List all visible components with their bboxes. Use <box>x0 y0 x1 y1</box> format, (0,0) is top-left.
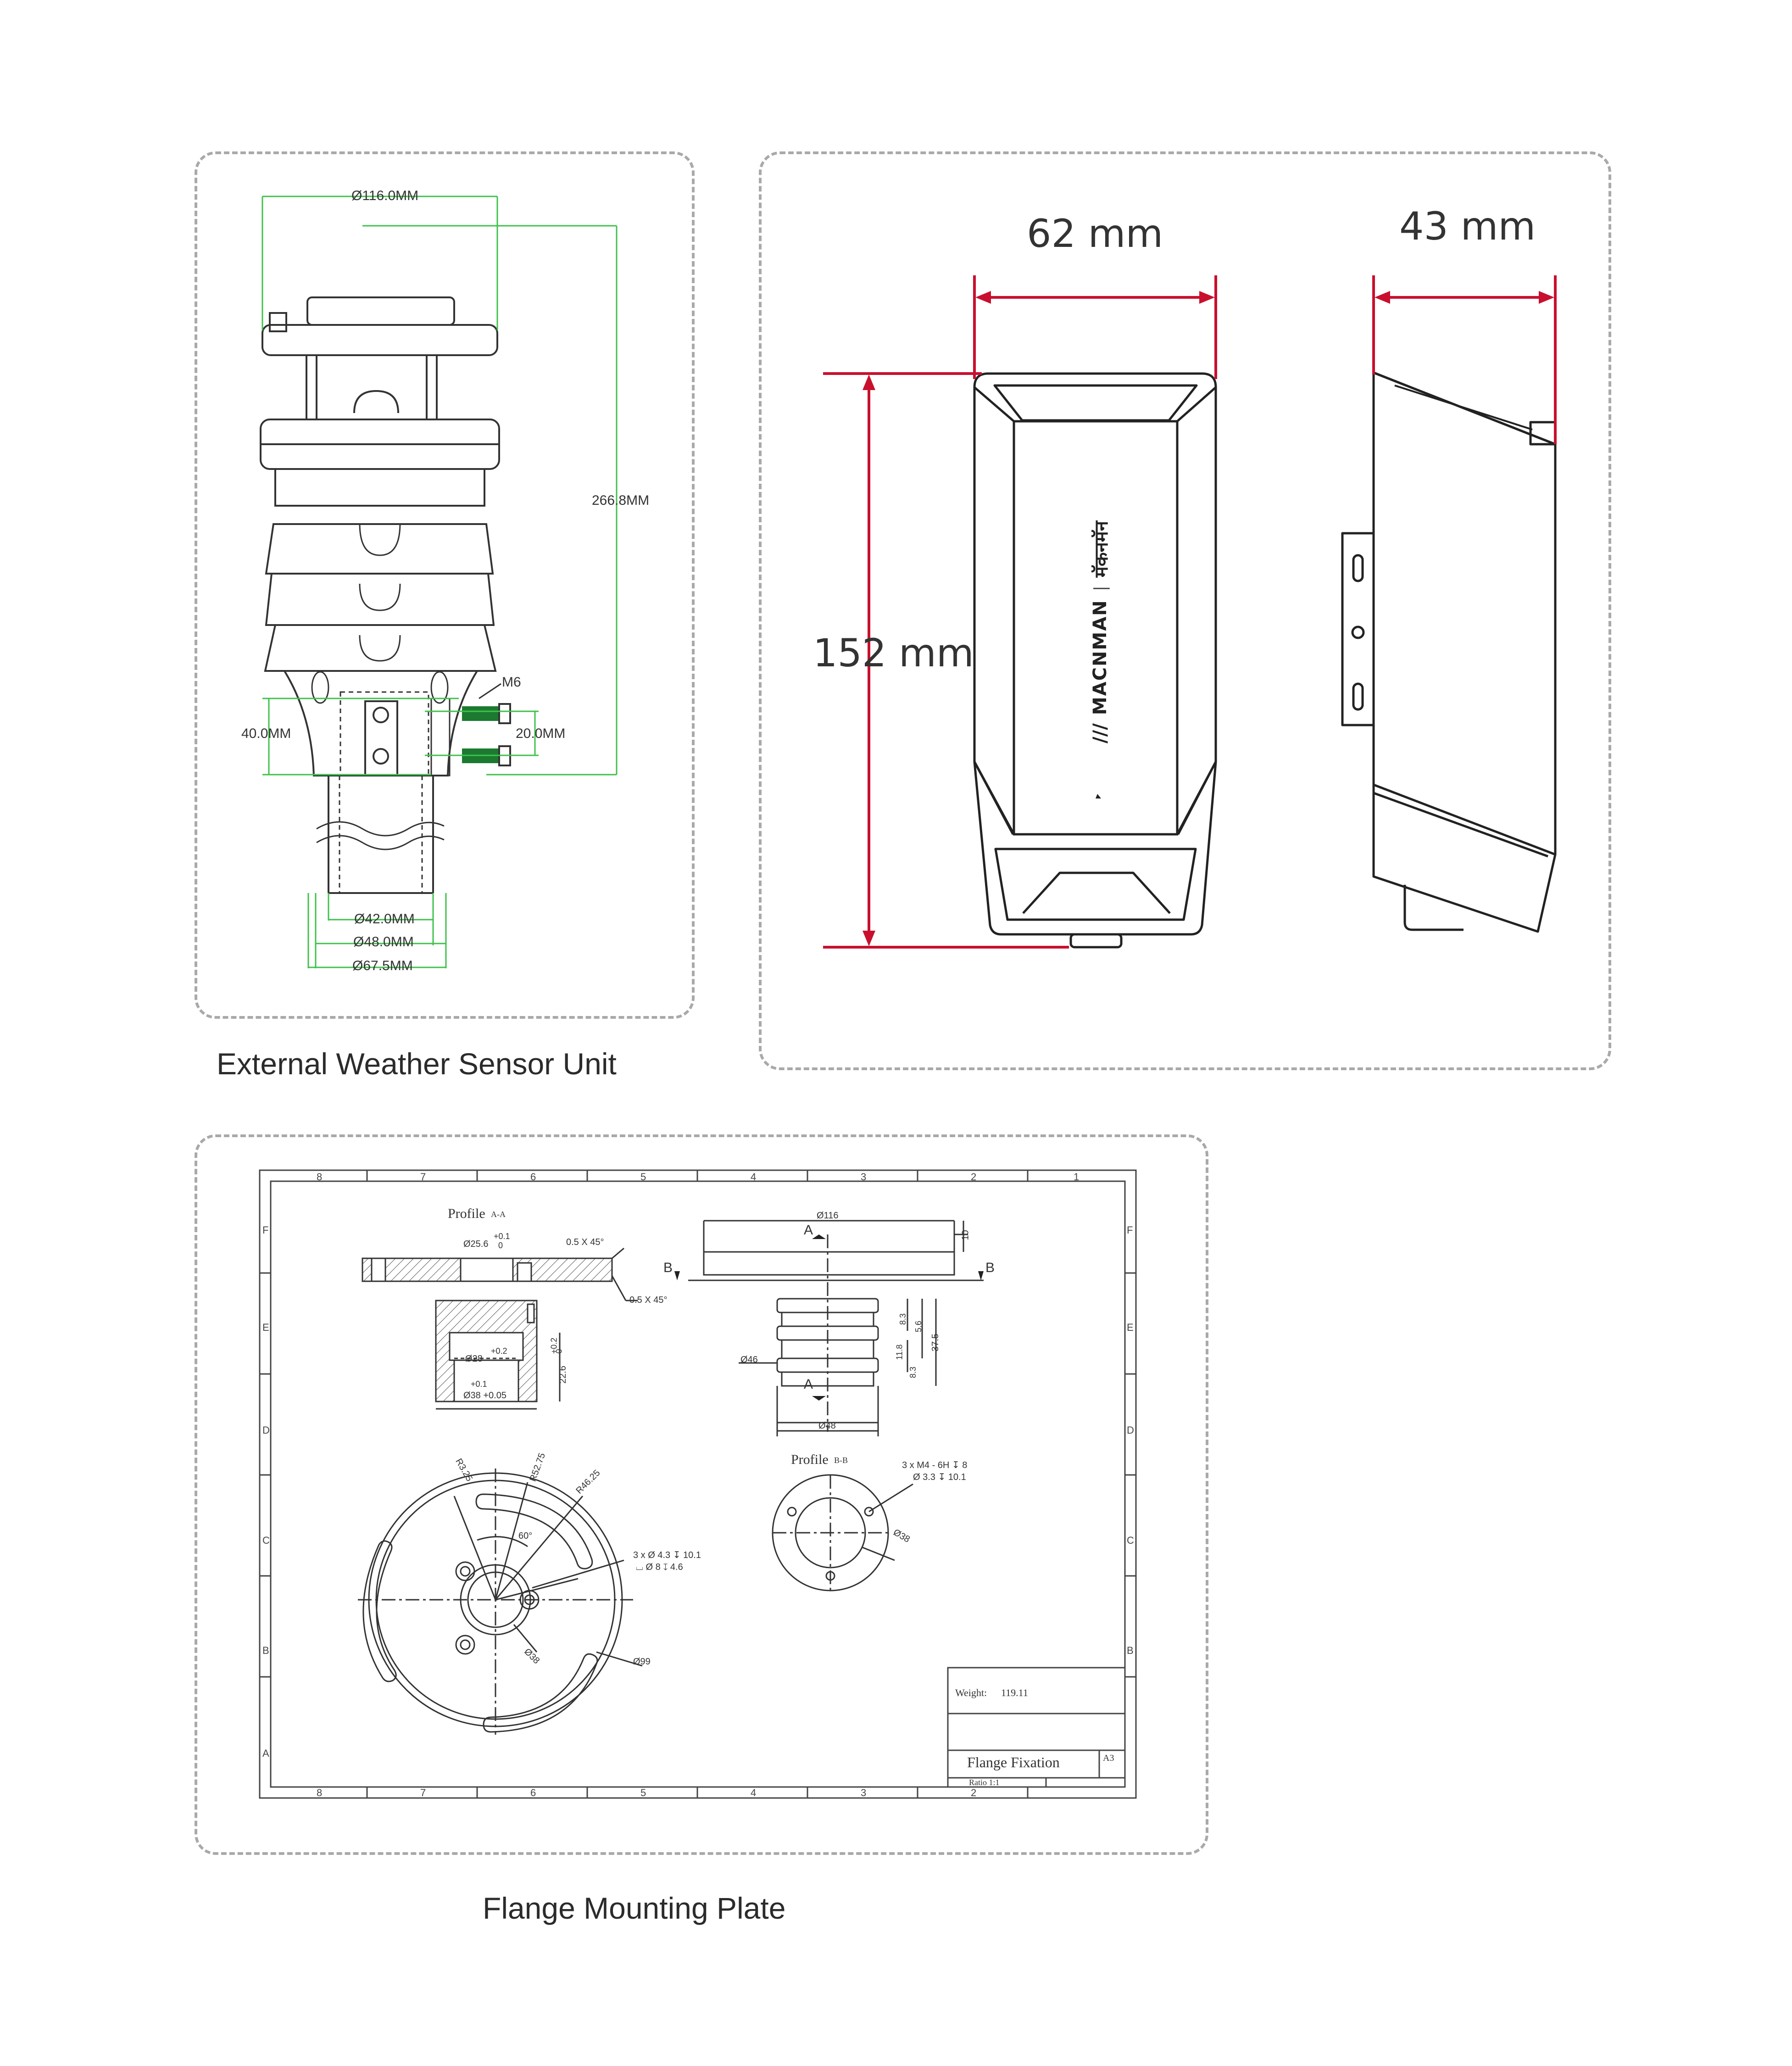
enclosure-width: 62 mm <box>1027 211 1163 256</box>
grid-row-f: F <box>262 1224 269 1236</box>
section-b-right: B <box>985 1260 995 1275</box>
profile-bb-tag: B-B <box>834 1456 848 1465</box>
grid-col-8: 8 <box>317 1171 323 1183</box>
dim-d675: Ø67.5MM <box>352 958 413 973</box>
dim-h83-top: 8.3 <box>898 1313 908 1325</box>
dim-h10: 10 <box>960 1230 971 1240</box>
dim-d42: Ø42.0MM <box>354 911 415 927</box>
dim-bolt-gap: 20.0MM <box>516 726 566 741</box>
dim-holes-1: 3 x Ø 4.3 ↧ 10.1 <box>633 1550 701 1560</box>
grid-col-6-bottom: 6 <box>530 1787 536 1798</box>
grid-col-7-bottom: 7 <box>420 1787 426 1798</box>
grid-col-5-bottom: 5 <box>640 1787 646 1798</box>
section-b-left: B <box>663 1260 673 1275</box>
dim-d48: Ø48 <box>818 1421 836 1431</box>
dim-d46: Ø46 <box>740 1355 758 1365</box>
dim-total-height: 266.8MM <box>592 493 650 508</box>
grid-col-8-bottom: 8 <box>317 1787 323 1798</box>
grid-col-4: 4 <box>751 1171 757 1183</box>
section-a-top: A <box>804 1223 813 1238</box>
grid-col-6: 6 <box>530 1171 536 1183</box>
grid-col-3-bottom: 3 <box>861 1787 867 1798</box>
section-a-bottom: A <box>804 1377 813 1392</box>
dim-d256: Ø25.6 <box>463 1239 489 1249</box>
dim-h375: 37.5 <box>930 1334 941 1351</box>
sensor-caption: External Weather Sensor Unit <box>217 1047 617 1081</box>
dim-tol-01: +0.1 <box>494 1232 510 1241</box>
scale-ratio: Ratio 1:1 <box>969 1778 1000 1787</box>
profile-bb-label: Profile <box>791 1452 829 1467</box>
dim-chamfer-top: 0.5 X 45° <box>566 1237 604 1247</box>
grid-col-5: 5 <box>640 1171 646 1183</box>
flange-panel <box>195 1134 1208 1855</box>
weight-label: Weight: <box>955 1687 987 1698</box>
dim-h56: 5.6 <box>914 1320 924 1333</box>
grid-col-2: 2 <box>971 1171 977 1183</box>
grid-row-e-right: E <box>1127 1322 1134 1333</box>
dim-tol-0-side: 0 <box>554 1349 564 1354</box>
grid-row-c: C <box>262 1535 270 1546</box>
enclosure-panel <box>759 151 1611 1070</box>
dim-d116: Ø116 <box>817 1211 839 1221</box>
dim-tol-02: +0.2 <box>491 1346 507 1356</box>
weight-value: 119.11 <box>1001 1687 1028 1698</box>
dim-bolt-label: M6 <box>502 675 521 690</box>
profile-aa-tag: A-A <box>491 1210 506 1219</box>
dim-thread-2: Ø 3.3 ↧ 10.1 <box>913 1472 966 1482</box>
dim-top-diameter: Ø116.0MM <box>351 188 419 203</box>
dim-thread-1: 3 x M4 - 6H ↧ 8 <box>902 1460 968 1470</box>
grid-row-b: B <box>262 1645 269 1656</box>
dim-d38-tol: Ø38 +0.05 <box>463 1390 506 1401</box>
sensor-panel <box>195 151 695 1019</box>
dim-holes-2: ⌴ Ø 8 ↧ 4.6 <box>636 1562 683 1572</box>
dim-tol-0: 0 <box>498 1241 503 1250</box>
grid-col-4-bottom: 4 <box>751 1787 757 1798</box>
grid-row-e: E <box>262 1322 269 1333</box>
dim-h83-bottom: 8.3 <box>908 1366 918 1379</box>
dim-tol-01-low: +0.1 <box>471 1379 487 1389</box>
sheet-size: A3 <box>1103 1753 1114 1763</box>
grid-row-a: A <box>262 1748 269 1759</box>
grid-col-1: 1 <box>1074 1171 1080 1183</box>
dim-bracket-height: 40.0MM <box>241 726 291 741</box>
dim-h226: 22.6 <box>557 1366 568 1384</box>
grid-row-c-right: C <box>1127 1535 1134 1546</box>
grid-col-2-bottom: 2 <box>971 1787 977 1798</box>
flange-caption: Flange Mounting Plate <box>483 1891 786 1925</box>
dim-angle-60: 60° <box>518 1531 533 1541</box>
profile-aa-label: Profile <box>448 1206 485 1221</box>
enclosure-height: 152 mm <box>813 631 974 676</box>
enclosure-depth: 43 mm <box>1399 204 1536 249</box>
grid-row-b-right: B <box>1127 1645 1134 1656</box>
grid-col-3: 3 <box>861 1171 867 1183</box>
grid-row-d-right: D <box>1127 1424 1134 1436</box>
dim-h118: 11.8 <box>895 1344 904 1360</box>
part-name: Flange Fixation <box>967 1754 1060 1770</box>
grid-row-d: D <box>262 1424 270 1436</box>
grid-row-f-right: F <box>1127 1224 1133 1236</box>
dim-d99: Ø99 <box>633 1657 651 1667</box>
dim-d48: Ø48.0MM <box>353 934 414 949</box>
grid-col-7: 7 <box>420 1171 426 1183</box>
dim-chamfer-bottom: 0.5 X 45° <box>629 1295 668 1305</box>
dim-d28: Ø28 <box>465 1354 483 1364</box>
